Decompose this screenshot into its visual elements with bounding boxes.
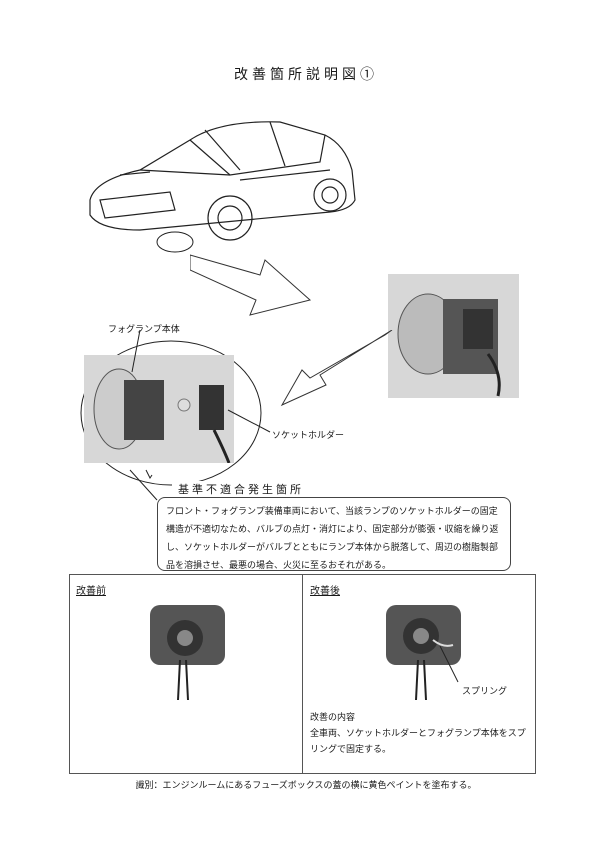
comparison-divider <box>302 574 303 774</box>
fog-lamp-photo-right <box>388 274 519 398</box>
car-illustration <box>89 121 356 253</box>
nonconformity-heading: 基準不適合発生箇所 <box>172 481 310 497</box>
after-lamp-photo <box>386 605 461 701</box>
identification-note: 識別：エンジンルームにあるフューズボックスの蓋の横に黄色ペイントを塗布する。 <box>135 781 477 791</box>
arrow-from-photo <box>280 330 393 407</box>
fog-lamp-photo-left <box>84 355 234 464</box>
before-lamp-photo <box>150 605 225 701</box>
after-title: 改善後 <box>310 586 340 597</box>
spring-label: スプリング <box>462 687 508 697</box>
improvement-text: 全車両、ソケットホルダーとフォグランプ本体をスプリングで固定する。 <box>310 729 526 755</box>
before-title: 改善前 <box>76 586 106 597</box>
fog-lamp-body-label: フォグランプ本体 <box>108 325 180 335</box>
highlight-ellipse <box>80 340 262 486</box>
page-title: 改善箇所説明図① <box>234 67 378 83</box>
nonconformity-description: フロント・フォグランプ装備車両において、当該ランプのソケットホルダーの固定構造が… <box>157 497 511 571</box>
improvement-heading: 改善の内容 <box>310 713 356 723</box>
socket-holder-label: ソケットホルダー <box>272 431 345 441</box>
arrow-from-car <box>190 254 312 316</box>
